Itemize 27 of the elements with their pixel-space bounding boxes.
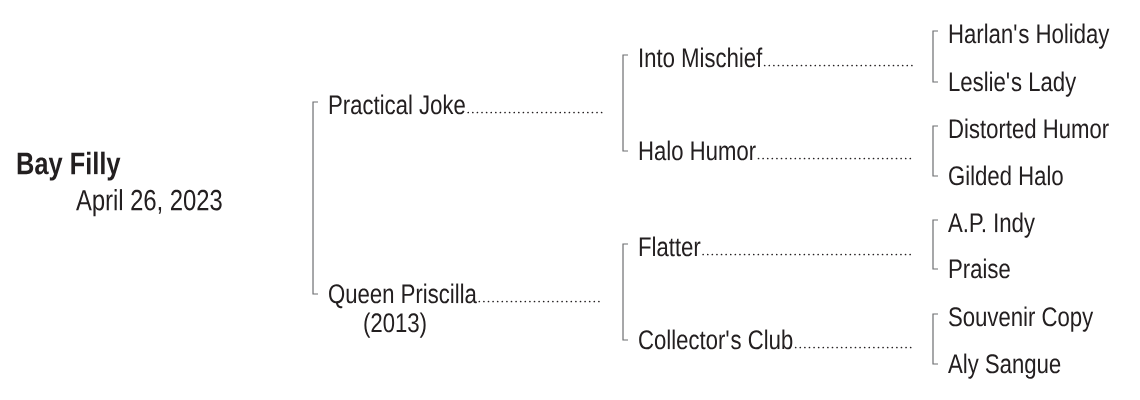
pedigree-entry: A.P. Indy [948,212,1035,238]
dot-leader [761,64,914,67]
pedigree-entry: Souvenir Copy [949,306,1094,332]
pedigree-entry: Flatter [639,236,701,257]
dot-leader [755,157,914,160]
pedigree-entry: Distorted Humor [949,118,1109,139]
bracket-line [932,313,939,365]
pedigree-entry: Queen Priscilla (2013) [329,283,477,338]
bracket-line [932,125,939,177]
dot-leader [699,253,914,256]
bracket-line [932,219,939,270]
pedigree-entry: Gilded Halo [949,165,1063,186]
bracket-line [622,54,629,152]
pedigree-entry: Collector's Club [639,329,793,350]
dot-leader [464,111,604,114]
pedigree-entry: Praise [949,258,1010,279]
pedigree-entry: Aly Sangue [948,353,1061,379]
dot-leader [792,346,914,349]
bracket-line [312,101,319,295]
pedigree-entry: Into Mischief [640,47,763,68]
bracket-line [622,243,629,341]
subject-heading: Bay Filly April 26, 2023 [17,151,222,217]
pedigree-entry: Halo Humor [639,140,756,161]
pedigree-entry: Practical Joke [329,94,465,115]
bracket-line [932,30,939,83]
pedigree-entry: Leslie's Lady [949,71,1077,97]
pedigree-entry: Harlan's Holiday [949,23,1110,49]
